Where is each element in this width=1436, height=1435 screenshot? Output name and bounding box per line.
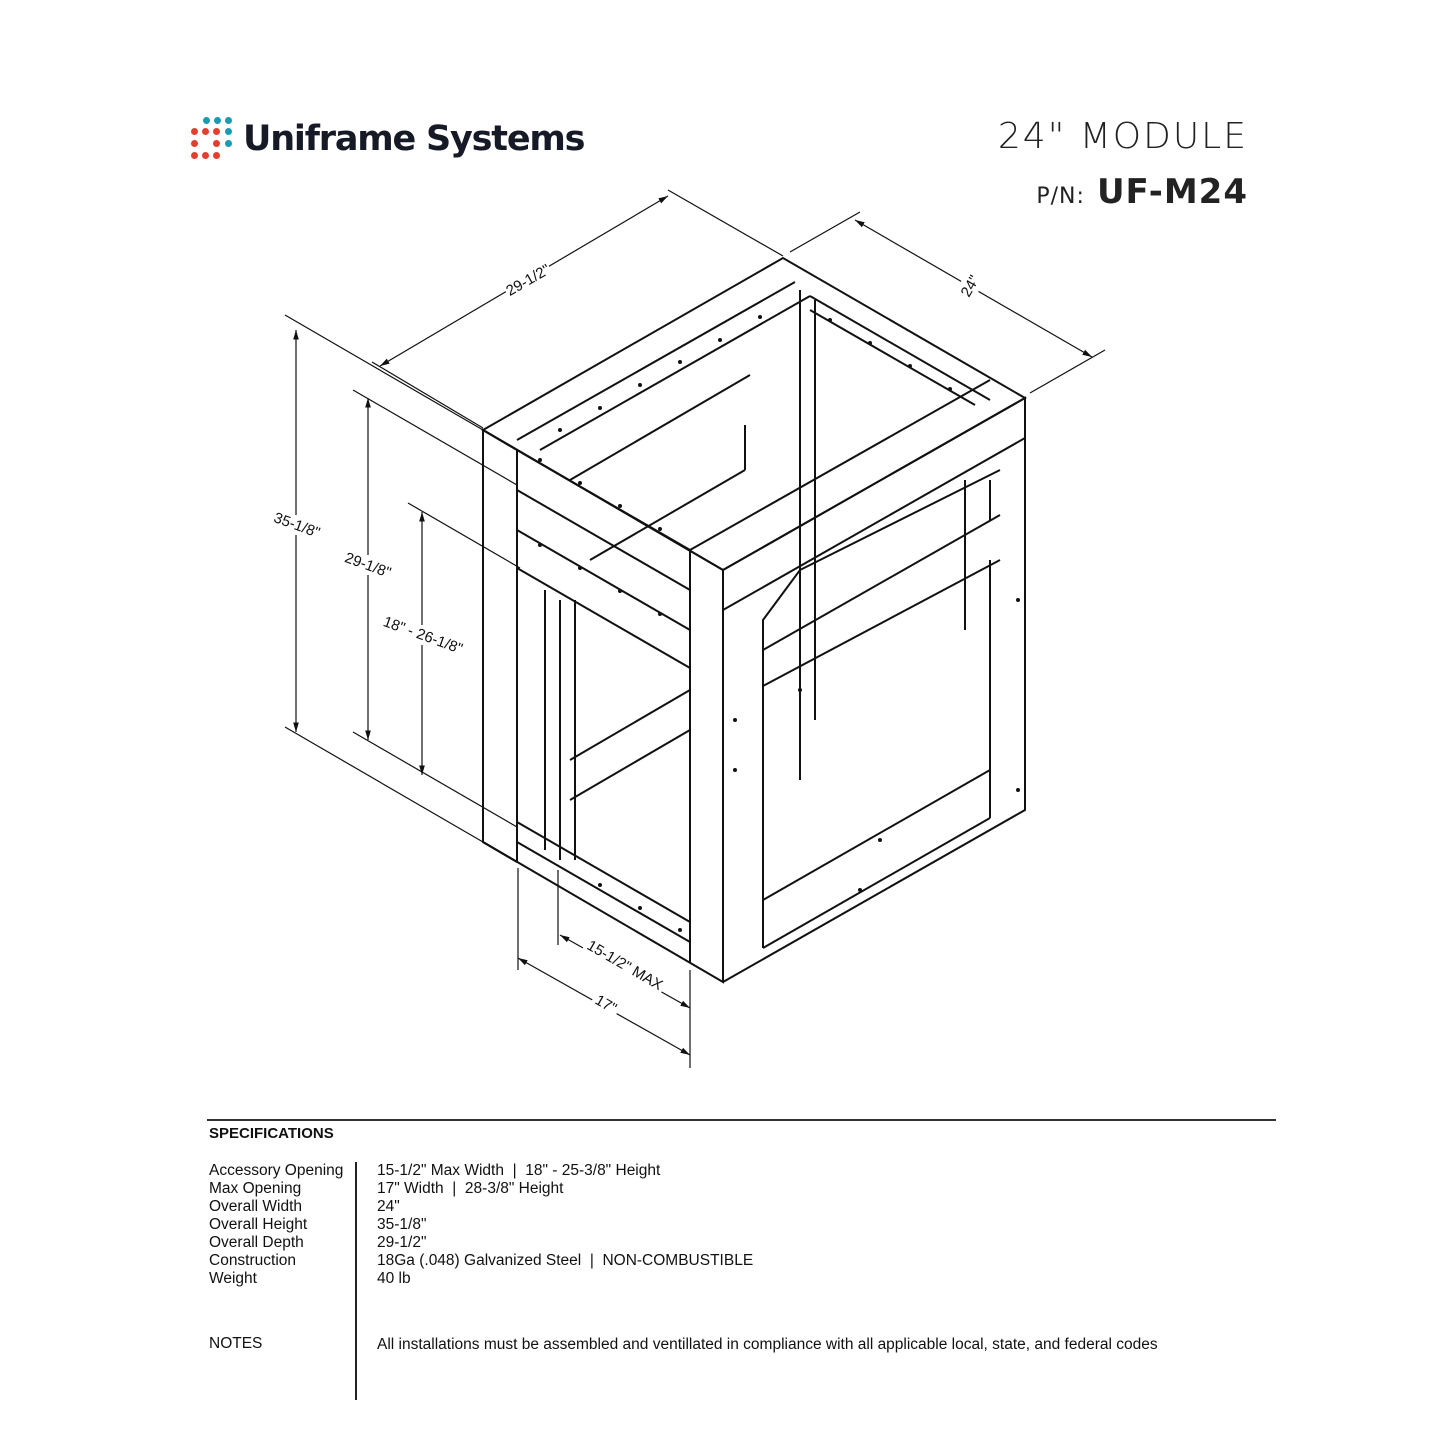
notes-text: All installations must be assembled and … — [377, 1336, 1158, 1353]
spec-values: 15-1/2" Max Width | 18" - 25-3/8" Height… — [377, 1162, 753, 1288]
section-divider — [207, 1119, 1276, 1121]
part-number-value: UF-M24 — [1096, 172, 1248, 212]
overall-height-dimension: 35-1/8" — [271, 509, 322, 541]
spec-value: 15-1/2" Max Width | 18" - 25-3/8" Height — [377, 1162, 661, 1179]
spec-value: 40 lb — [377, 1270, 411, 1287]
spec-key: Accessory Opening — [209, 1162, 344, 1179]
spec-row: Construction — [209, 1252, 376, 1270]
spec-value: 18Ga (.048) Galvanized Steel | NON-COMBU… — [377, 1252, 754, 1269]
accessory-width-dimension: 15-1/2" MAX — [584, 937, 666, 994]
spec-key: Construction — [209, 1252, 297, 1269]
spec-key: Max Opening — [209, 1180, 302, 1197]
notes-label: NOTES — [209, 1335, 263, 1352]
logo-dots-icon — [189, 116, 235, 162]
part-number: P/N: UF-M24 — [1036, 172, 1248, 212]
spec-key: Overall Width — [209, 1198, 303, 1215]
module-title: 24" MODULE — [997, 116, 1248, 157]
spec-row: Max Opening — [209, 1180, 376, 1198]
specifications-heading: SPECIFICATIONS — [209, 1125, 334, 1142]
spec-row: Overall Depth — [209, 1234, 376, 1252]
spec-column-divider — [355, 1162, 357, 1400]
spec-key: Weight — [209, 1270, 257, 1287]
spec-key: Overall Depth — [209, 1234, 304, 1251]
spec-row: Weight — [209, 1270, 376, 1288]
part-number-label: P/N: — [1036, 184, 1085, 209]
spec-row: Accessory Opening — [209, 1162, 376, 1180]
spec-value: 24" — [377, 1198, 400, 1215]
isometric-frame-drawing: 29-1/2" 24" 35-1/8" 29-1/8" 18" - 26-1/8… — [270, 189, 1106, 1068]
spec-value: 29-1/2" — [377, 1234, 427, 1251]
brand-logo: Uniframe Systems — [189, 116, 585, 162]
spec-key: Overall Height — [209, 1216, 308, 1233]
spec-row: Overall Height — [209, 1216, 376, 1234]
spec-value: 35-1/8" — [377, 1216, 427, 1233]
spec-row: Overall Width — [209, 1198, 376, 1216]
brand-name: Uniframe Systems — [243, 119, 585, 159]
spec-value: 17" Width | 28-3/8" Height — [377, 1180, 564, 1197]
spec-keys: Accessory Opening Max Opening Overall Wi… — [209, 1162, 376, 1288]
